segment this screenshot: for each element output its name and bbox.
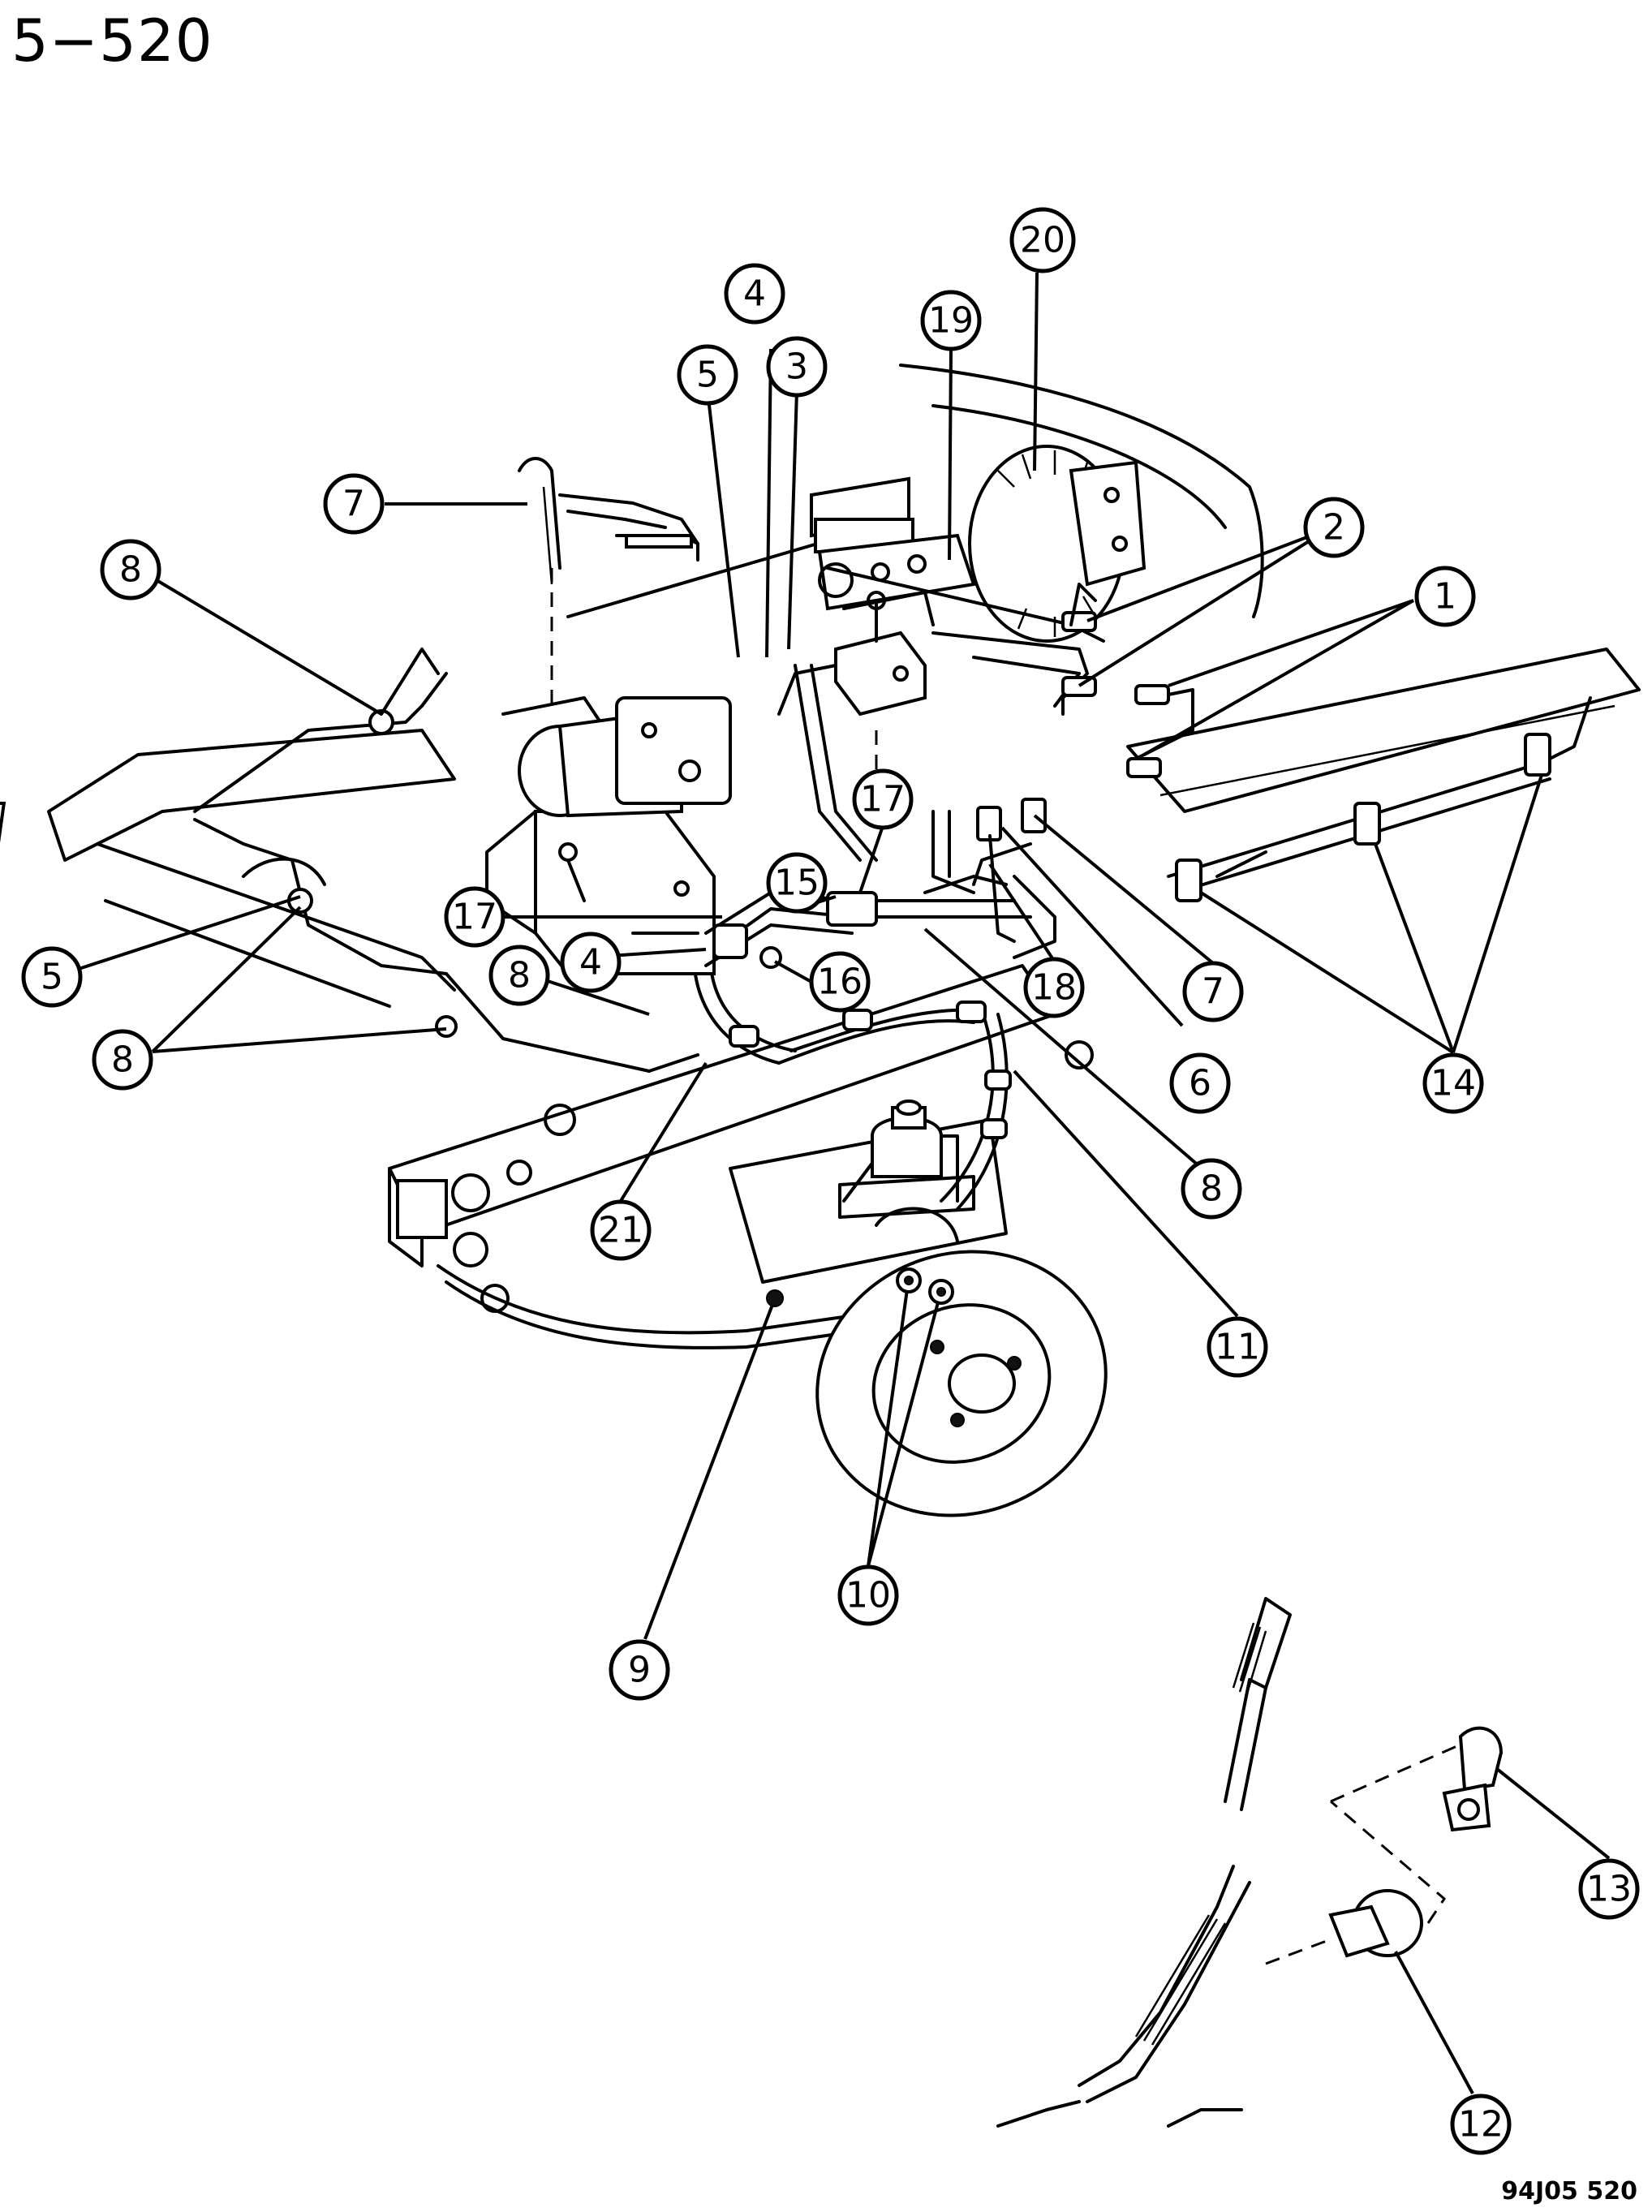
callout-label: 1 <box>1434 576 1456 618</box>
rear-brake-hoses <box>691 915 1012 1211</box>
callout-3: 3 <box>766 336 828 398</box>
callout-label: 2 <box>1323 507 1345 549</box>
combination-valve <box>777 591 927 862</box>
leader-lines <box>78 272 1611 2094</box>
callout-label: 5 <box>41 957 63 998</box>
callout-label: 20 <box>1020 220 1065 261</box>
callout-10: 10 <box>837 1564 899 1626</box>
rear-brake-lines <box>193 648 699 1073</box>
callout-4-top: 4 <box>724 263 785 325</box>
callout-label: 4 <box>579 942 602 983</box>
right-side-lines <box>1167 696 1592 902</box>
callout-17-top: 17 <box>852 768 914 830</box>
abs-sensor-line <box>518 457 699 585</box>
proportioning-valve <box>838 1100 975 1219</box>
callout-label: 13 <box>1586 1869 1632 1910</box>
callout-8-topleft: 8 <box>100 539 161 600</box>
rear-axle-assembly <box>729 1118 1108 1517</box>
abs-control-unit <box>485 696 732 975</box>
callout-2: 2 <box>1303 497 1365 558</box>
callout-17-left: 17 <box>444 886 505 948</box>
callout-15: 15 <box>766 852 828 914</box>
callout-label: 17 <box>860 779 906 820</box>
callout-label: 8 <box>111 1039 134 1081</box>
callout-12: 12 <box>1450 2094 1512 2155</box>
callout-label: 17 <box>452 897 497 938</box>
page-number: 5−520 <box>11 6 213 75</box>
callout-20: 20 <box>1009 207 1076 273</box>
central-junction <box>704 798 1094 1069</box>
callout-21: 21 <box>590 1199 652 1261</box>
figure-code: 94J05 520 <box>1501 2177 1637 2206</box>
callout-9: 9 <box>609 1639 670 1701</box>
pedal-inset <box>996 1597 1504 2128</box>
callout-label: 15 <box>774 863 820 904</box>
callout-label: 12 <box>1458 2104 1504 2145</box>
callout-label: 14 <box>1430 1063 1476 1104</box>
callout-5-top: 5 <box>677 344 738 406</box>
callout-label: 18 <box>1031 967 1077 1009</box>
callout-label: 21 <box>598 1210 643 1251</box>
brake-booster <box>968 445 1147 643</box>
callout-label: 5 <box>696 355 719 396</box>
callout-8-left: 8 <box>92 1029 153 1091</box>
callout-7-top: 7 <box>323 473 385 535</box>
callout-label: 9 <box>628 1650 651 1691</box>
callout-6: 6 <box>1169 1052 1231 1114</box>
leaf-spring <box>437 1232 862 1349</box>
callout-label: 8 <box>1200 1168 1223 1210</box>
callout-11: 11 <box>1207 1316 1268 1378</box>
callout-label: 10 <box>845 1575 891 1616</box>
callout-label: 7 <box>1202 971 1224 1013</box>
callout-18: 18 <box>1023 957 1085 1018</box>
callout-8-mid: 8 <box>488 945 550 1006</box>
callout-label: 19 <box>928 300 974 342</box>
callout-19: 19 <box>920 290 982 351</box>
callout-label: 6 <box>1189 1063 1211 1104</box>
callout-label: 11 <box>1215 1327 1260 1368</box>
callout-13: 13 <box>1578 1858 1640 1920</box>
callout-label: 4 <box>743 273 766 315</box>
callout-7-right: 7 <box>1182 961 1244 1022</box>
fastener-markers <box>766 1267 954 1307</box>
callout-label: 3 <box>785 346 808 388</box>
callout-14: 14 <box>1422 1052 1484 1114</box>
callout-label: 8 <box>508 955 531 996</box>
callout-label: 16 <box>817 962 863 1003</box>
callout-8-right: 8 <box>1181 1158 1242 1220</box>
callout-label: 7 <box>342 484 365 525</box>
callout-label: 8 <box>119 549 142 591</box>
callout-4-mid: 4 <box>560 932 622 993</box>
front-brake-lines <box>826 566 1194 778</box>
callout-1: 1 <box>1414 566 1476 627</box>
callout-5-left: 5 <box>21 946 83 1008</box>
callout-16: 16 <box>809 951 871 1013</box>
